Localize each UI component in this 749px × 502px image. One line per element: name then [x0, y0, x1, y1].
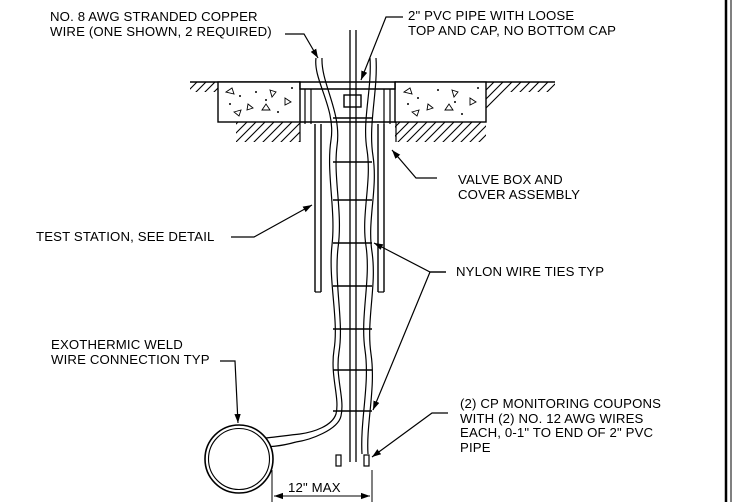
- pipeline-cross-section: [204, 424, 274, 494]
- monitoring-coupons: [335, 454, 370, 467]
- dimension-label: 12" MAX: [288, 480, 341, 495]
- exothermic-weld-label: EXOTHERMIC WELD WIRE CONNECTION TYP: [51, 337, 210, 367]
- test-station-tube: [299, 121, 397, 293]
- valve-box-body: [304, 89, 391, 124]
- copper-wires: [247, 57, 377, 455]
- concrete-collar: [217, 81, 487, 123]
- leader-lines: [220, 16, 448, 458]
- copper-wire-label: NO. 8 AWG STRANDED COPPER WIRE (ONE SHOW…: [50, 9, 272, 39]
- valve-box-label: VALVE BOX AND COVER ASSEMBLY: [458, 172, 581, 202]
- pvc-pipe-label: 2" PVC PIPE WITH LOOSE TOP AND CAP, NO B…: [408, 8, 617, 38]
- dimension-line: [271, 470, 373, 502]
- nylon-ties-label: NYLON WIRE TIES TYP: [456, 264, 605, 279]
- terminal-block: [343, 94, 362, 108]
- pvc-pipe: [349, 30, 357, 462]
- coupons-label: (2) CP MONITORING COUPONS WITH (2) NO. 1…: [460, 396, 662, 455]
- test-station-label: TEST STATION, SEE DETAIL: [36, 229, 215, 244]
- sheet-border: [724, 0, 732, 502]
- valve-box-lid: [299, 81, 396, 90]
